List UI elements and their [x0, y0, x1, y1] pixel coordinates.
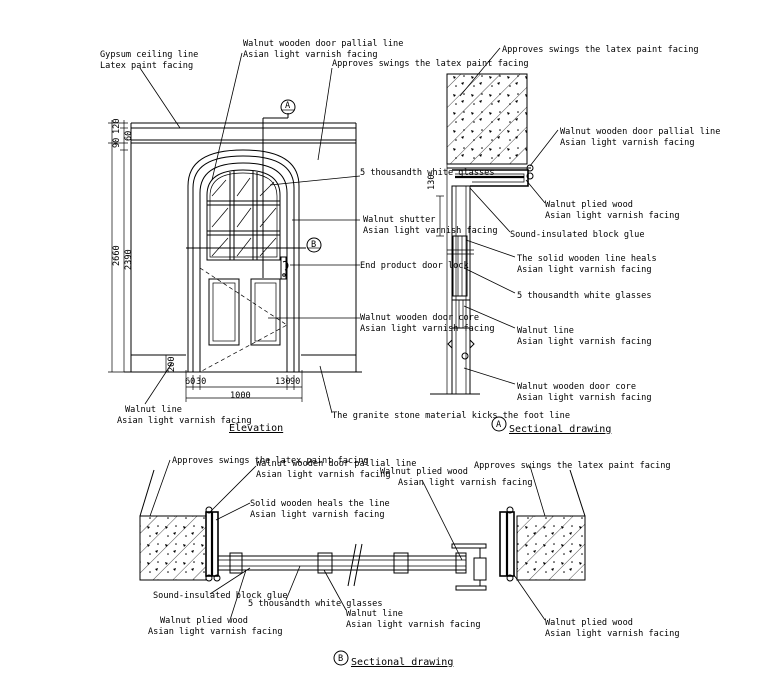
section-b-break-mark [347, 543, 357, 587]
label-pallial-line: Walnut wooden door pallial line [243, 39, 403, 49]
label-door-lock: End product door lock [360, 261, 469, 271]
section-a-label-pallial-facing: Asian light varnish facing [560, 138, 695, 148]
dim-60: 60 [124, 131, 134, 141]
door-swing-line [199, 267, 288, 373]
label-line-facing: Asian light varnish facing [117, 416, 252, 426]
section-a-label-core-facing: Asian light varnish facing [517, 393, 652, 403]
door-lock-icon [280, 256, 289, 280]
label-gypsum-ceiling: Gypsum ceiling line [100, 50, 198, 60]
section-a-view [430, 47, 559, 432]
elevation-view: A B 90 120 60 2660 2390 200 [108, 52, 362, 414]
section-b-label-glasses: 5 thousandth white glasses [248, 599, 383, 609]
section-b-label-approves-left: Approves swings the latex paint facing [172, 456, 369, 466]
elevation-title: Elevation [229, 423, 283, 434]
label-white-glasses: 5 thousandth white glasses [360, 168, 495, 178]
section-b-break-mark [353, 543, 363, 587]
label-shutter-facing: Asian light varnish facing [363, 226, 498, 236]
horizontal-dimensions [185, 370, 303, 402]
dim-30: 30 [196, 377, 206, 387]
dim-1000: 1000 [230, 391, 251, 401]
section-a-label-glue: Sound-insulated block glue [510, 230, 645, 240]
glass-grid [206, 169, 281, 261]
section-a-glass [452, 235, 468, 297]
section-b-label-pallial: Walnut wooden door pallial line [256, 459, 416, 469]
door-leaf [199, 162, 288, 372]
door-frame-outer [187, 149, 300, 372]
label-walnut-line: Walnut line [125, 405, 182, 415]
section-b-handle-icon [451, 543, 487, 591]
dim-120: 120 [112, 118, 122, 134]
section-a-label-line-facing: Asian light varnish facing [517, 337, 652, 347]
section-b-label-line-facing: Asian light varnish facing [346, 620, 481, 630]
door-frame-inner [192, 155, 295, 372]
vertical-dimensions [108, 120, 172, 373]
dim-2660: 2660 [112, 245, 122, 266]
section-b-door-leaf [217, 555, 467, 571]
section-a-title: Sectional drawing [509, 424, 611, 435]
section-b-marker-label: B [338, 654, 343, 664]
section-marker-a-label: A [285, 101, 291, 111]
section-a-dim-130: 130 [427, 174, 437, 190]
label-latex-paint: Latex paint facing [100, 61, 193, 71]
section-b-label-approves-right: Approves swings the latex paint facing [474, 461, 671, 471]
section-a-label-plied-facing: Asian light varnish facing [545, 211, 680, 221]
section-b-label-glue: Sound-insulated block glue [153, 591, 288, 601]
section-b-label-pallial-facing: Asian light varnish facing [256, 470, 391, 480]
section-a-label-heals: The solid wooden line heals [517, 254, 657, 264]
dim-130: 130 [275, 377, 291, 387]
section-a-label-line: Walnut line [517, 326, 574, 336]
section-b-label-plied-right: Walnut plied wood [545, 618, 633, 628]
section-marker-b-label: B [311, 240, 316, 250]
section-a-marker-label: A [496, 420, 502, 430]
label-pallial-facing: Asian light varnish facing [243, 50, 378, 60]
section-b-view [139, 459, 586, 666]
section-a-label-approves: Approves swings the latex paint facing [502, 45, 699, 55]
section-b-label-heals-facing: Asian light varnish facing [250, 510, 385, 520]
section-b-label-plied-left: Walnut plied wood [160, 616, 248, 626]
dim-60b: 60 [185, 377, 195, 387]
section-a-marker-circle [491, 416, 507, 432]
lower-panel-right [250, 278, 281, 346]
section-b-title: Sectional drawing [351, 657, 453, 668]
section-b-leaders [149, 459, 546, 621]
section-a-label-plied: Walnut plied wood [545, 200, 633, 210]
section-b-label-plied-top: Walnut plied wood [380, 467, 468, 477]
dim-2390: 2390 [124, 249, 134, 270]
label-walnut-shutter: Walnut shutter [363, 215, 435, 225]
section-b-label-line: Walnut line [346, 609, 403, 619]
section-a-label-glasses: 5 thousandth white glasses [517, 291, 652, 301]
label-granite: The granite stone material kicks the foo… [332, 411, 570, 421]
section-a-label-core: Walnut wooden door core [517, 382, 636, 392]
section-a-leaders [459, 47, 559, 385]
section-a-molding [526, 164, 534, 172]
section-b-label-plied-right-facing: Asian light varnish facing [545, 629, 680, 639]
section-marker-a-circle [280, 99, 296, 115]
dim-90: 90 [112, 138, 122, 148]
label-core-facing: Asian light varnish facing [360, 324, 495, 334]
label-door-core: Walnut wooden door core [360, 313, 479, 323]
section-a-label-pallial: Walnut wooden door pallial line [560, 127, 720, 137]
lower-panel-right-inner [254, 282, 277, 342]
elevation-leaders [139, 52, 361, 414]
lower-panel-left-inner [212, 282, 236, 342]
label-approves-swings: Approves swings the latex paint facing [332, 59, 529, 69]
section-b-label-plied-left-facing: Asian light varnish facing [148, 627, 283, 637]
lower-panel-left [208, 278, 240, 346]
section-b-label-heals: Solid wooden heals the line [250, 499, 390, 509]
dim-90b: 90 [290, 377, 300, 387]
section-b-marker-circle [333, 650, 349, 666]
section-marker-b-circle [306, 237, 322, 253]
dim-200: 200 [167, 356, 177, 372]
section-a-label-heals-facing: Asian light varnish facing [517, 265, 652, 275]
section-b-label-plied-top-facing: Asian light varnish facing [398, 478, 533, 488]
